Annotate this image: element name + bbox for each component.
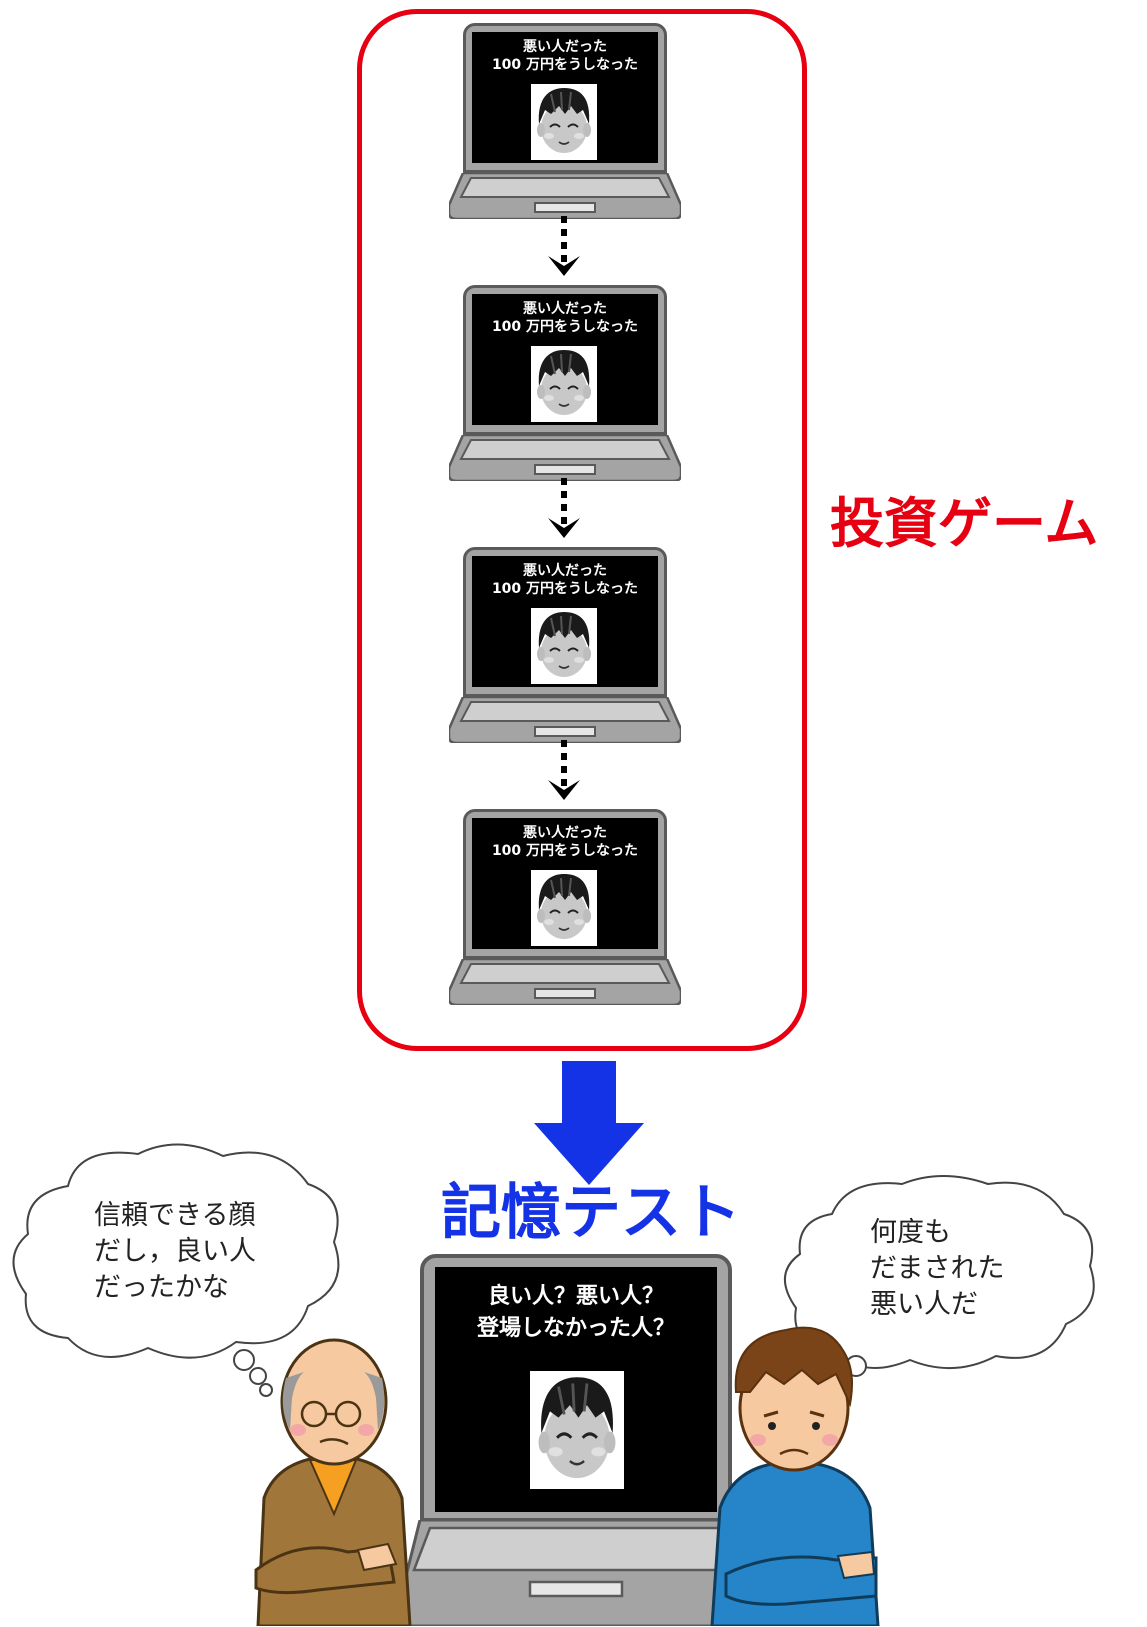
young-man-illustration <box>710 1326 880 1626</box>
loss-line-3: 100 万円をうしなった <box>491 581 639 597</box>
game-screen-3: 悪い人だった 100 万円をうしなった <box>472 556 658 687</box>
laptop-keyboard-1 <box>449 173 681 219</box>
result-line-4: 悪い人だった <box>523 825 607 841</box>
investment-game-frame <box>357 9 807 1051</box>
result-line-1: 悪い人だった <box>523 39 607 55</box>
memory-test-screen: 良い人？悪い人？ 登場しなかった人？ <box>435 1267 717 1512</box>
elder-thought-line-1: 信頼できる顔 <box>94 1200 256 1231</box>
loss-line-1: 100 万円をうしなった <box>491 57 639 73</box>
question-line-2: 登場しなかった人？ <box>476 1316 675 1341</box>
game-laptop-3: 悪い人だった 100 万円をうしなった <box>449 547 681 755</box>
face-photo-2 <box>531 346 597 422</box>
game-laptop-4: 悪い人だった 100 万円をうしなった <box>449 809 681 1017</box>
memory-test-title: 記憶テスト <box>441 1178 741 1248</box>
young-thought-line-2: だまされた <box>870 1253 1005 1284</box>
face-photo-3 <box>531 608 597 684</box>
game-screen-4: 悪い人だった 100 万円をうしなった <box>472 818 658 949</box>
laptop-keyboard-2 <box>449 435 681 481</box>
result-line-2: 悪い人だった <box>523 301 607 317</box>
dotted-arrow-1-icon <box>546 214 582 280</box>
young-thought-text: 何度も だまされた 悪い人だ <box>870 1215 1004 1323</box>
laptop-keyboard-3 <box>449 697 681 743</box>
elderly-man-illustration <box>254 1338 412 1626</box>
face-photo-1 <box>531 84 597 160</box>
young-thought-line-1: 何度も <box>870 1217 951 1248</box>
game-screen-1: 悪い人だった 100 万円をうしなった <box>472 32 658 163</box>
face-photo-4 <box>531 870 597 946</box>
laptop-keyboard-4 <box>449 959 681 1005</box>
elder-thought-text: 信頼できる顔 だし，良い人 だったかな <box>94 1198 256 1306</box>
elder-thought-line-2: だし，良い人 <box>94 1236 256 1267</box>
dotted-arrow-3-icon <box>546 738 582 804</box>
question-line-1: 良い人？悪い人？ <box>487 1284 664 1309</box>
game-laptop-2: 悪い人だった 100 万円をうしなった <box>449 285 681 493</box>
game-laptop-1: 悪い人だった 100 万円をうしなった <box>449 23 681 231</box>
loss-line-4: 100 万円をうしなった <box>491 843 639 859</box>
big-down-arrow-icon <box>534 1061 644 1185</box>
investment-game-label: 投資ゲーム <box>830 492 1099 555</box>
elder-thought-bubble <box>12 1143 340 1397</box>
dotted-arrow-2-icon <box>546 476 582 542</box>
test-face-photo <box>530 1371 624 1489</box>
memory-test-keyboard <box>400 1520 752 1626</box>
result-line-3: 悪い人だった <box>523 563 607 579</box>
memory-test-laptop: 良い人？悪い人？ 登場しなかった人？ <box>400 1254 752 1626</box>
game-screen-2: 悪い人だった 100 万円をうしなった <box>472 294 658 425</box>
loss-line-2: 100 万円をうしなった <box>491 319 639 335</box>
young-thought-line-3: 悪い人だ <box>870 1289 978 1320</box>
elder-thought-line-3: だったかな <box>94 1272 229 1303</box>
